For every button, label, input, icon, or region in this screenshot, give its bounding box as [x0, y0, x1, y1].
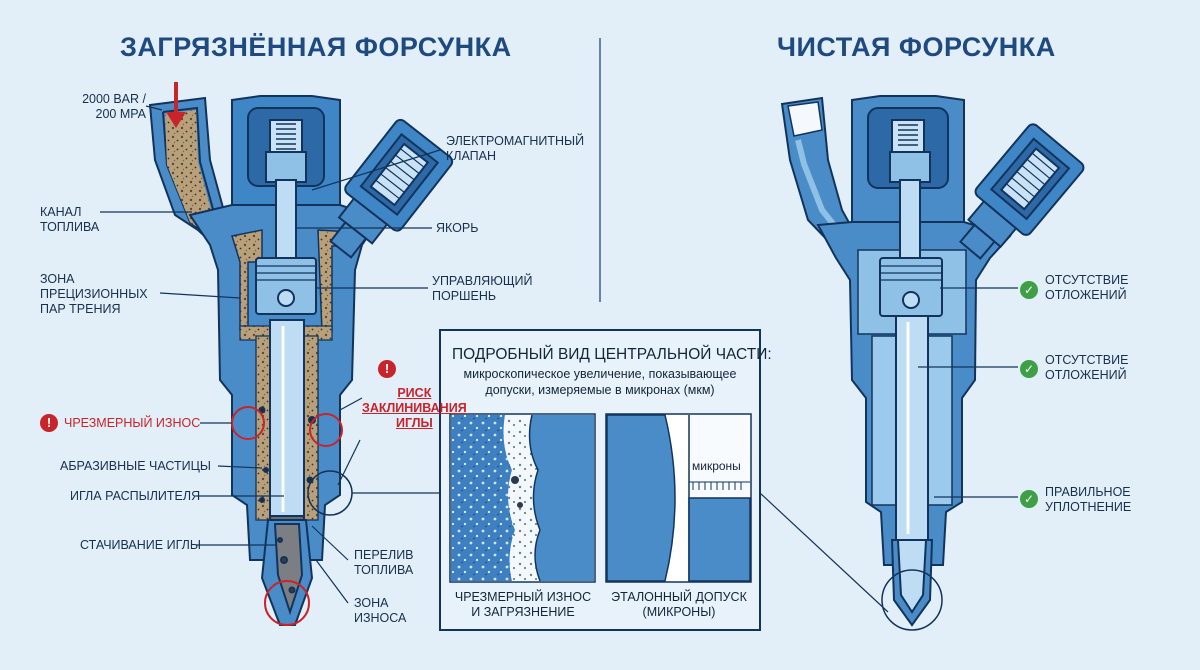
label-needle-grinding: СТАЧИВАНИЕ ИГЛЫ: [80, 538, 201, 552]
label-seizure-risk: РИСК ЗАКЛИНИВАНИЯ ИГЛЫ: [362, 386, 467, 430]
label-excess-wear: ЧРЕЗМЕРНЫЙ ИЗНОС: [64, 416, 201, 430]
clean-injector: [780, 95, 1085, 627]
pressure-arrow-icon: [166, 82, 186, 128]
left-title: ЗАГРЯЗНЁННАЯ ФОРСУНКА: [120, 32, 512, 62]
label-pressure: 2000 BAR / 200 MPA: [82, 92, 146, 121]
detail-panel-reference: [605, 413, 752, 583]
magnify-circle-right: [881, 569, 943, 631]
left-leader-lines: [100, 105, 441, 604]
label-abrasive: АБРАЗИВНЫЕ ЧАСТИЦЫ: [60, 459, 211, 473]
check-icon: ✓: [1020, 281, 1038, 299]
warning-icon: !: [40, 414, 58, 432]
detail-right-caption: ЭТАЛОННЫЙ ДОПУСК (МИКРОНЫ): [611, 590, 747, 619]
label-fuel-channel: КАНАЛ ТОПЛИВА: [40, 205, 100, 234]
label-solenoid: ЭЛЕКТРОМАГНИТНЫЙ КЛАПАН: [446, 134, 585, 163]
label-wear-zone: ЗОНА ИЗНОСА: [354, 596, 407, 625]
label-no-deposits-1: ОТСУТСТВИЕ ОТЛОЖЕНИЙ: [1045, 273, 1129, 302]
label-anchor: ЯКОРЬ: [436, 221, 479, 235]
label-no-deposits-2: ОТСУТСТВИЕ ОТЛОЖЕНИЙ: [1045, 353, 1129, 382]
label-needle: ИГЛА РАСПЫЛИТЕЛЯ: [70, 489, 201, 503]
detail-subtitle: микроскопическое увеличение, показывающе…: [463, 367, 737, 397]
right-title: ЧИСТАЯ ФОРСУНКА: [777, 32, 1056, 62]
label-precision-zone: ЗОНА ПРЕЦИЗИОННЫХ ПАР ТРЕНИЯ: [40, 272, 148, 316]
dirty-injector: [148, 95, 454, 626]
check-icon: ✓: [1020, 490, 1038, 508]
warning-icon: !: [378, 360, 396, 378]
needle-tip-circle: [264, 580, 310, 626]
microns-label: микроны: [692, 459, 741, 473]
right-leader-lines: [918, 287, 1018, 498]
check-icon: ✓: [1020, 360, 1038, 378]
detail-title: ПОДРОБНЫЙ ВИД ЦЕНТРАЛЬНОЙ ЧАСТИ:: [452, 346, 772, 363]
detail-panel-wear: [449, 413, 596, 583]
seizure-circle: [309, 413, 343, 447]
detail-left-caption: ЧРЕЗМЕРНЫЙ ИЗНОС И ЗАГРЯЗНЕНИЕ: [454, 590, 592, 619]
label-piston: УПРАВЛЯЮЩИЙ ПОРШЕНЬ: [432, 274, 533, 303]
label-overflow: ПЕРЕЛИВ ТОПЛИВА: [354, 548, 414, 577]
label-proper-seal: ПРАВИЛЬНОЕ УПЛОТНЕНИЕ: [1045, 485, 1132, 514]
